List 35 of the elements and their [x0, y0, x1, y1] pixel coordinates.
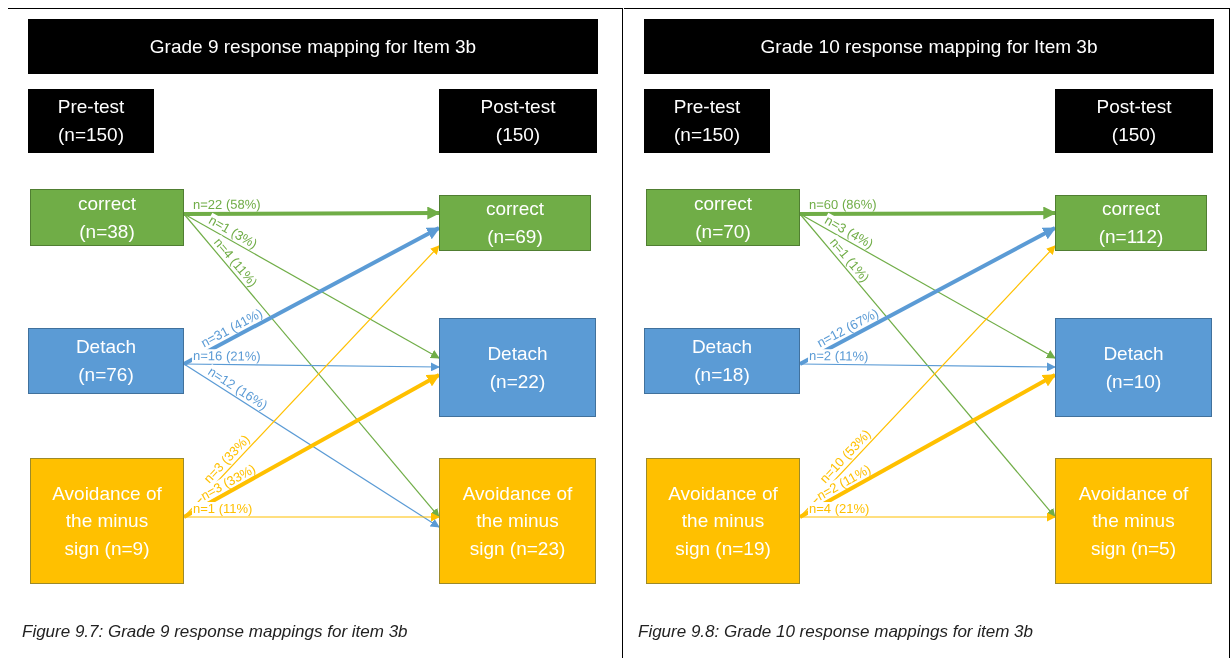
- response-box: correct (n=69): [439, 195, 591, 251]
- heading-box: Pre-test (n=150): [28, 89, 154, 153]
- response-box: Avoidance of the minus sign (n=19): [646, 458, 800, 584]
- response-box: Avoidance of the minus sign (n=5): [1055, 458, 1212, 584]
- response-box: Detach (n=22): [439, 318, 596, 417]
- response-box: correct (n=38): [30, 189, 184, 246]
- edge-label: n=60 (86%): [807, 197, 878, 211]
- arrow: [183, 362, 440, 372]
- response-box: Avoidance of the minus sign (n=9): [30, 458, 184, 584]
- figure-panel: [624, 8, 1230, 658]
- response-box: correct (n=112): [1055, 195, 1207, 251]
- heading-box: Grade 10 response mapping for Item 3b: [644, 19, 1214, 74]
- edge-label: n=2 (11%): [808, 349, 870, 363]
- arrow: [800, 206, 1057, 220]
- response-box: Detach (n=18): [644, 328, 800, 394]
- edge-label: n=16 (21%): [192, 349, 262, 363]
- edge-label: n=1 (11%): [192, 502, 254, 515]
- heading-box: Grade 9 response mapping for Item 3b: [28, 19, 598, 74]
- heading-box: Post-test (150): [1055, 89, 1213, 153]
- arrow: [184, 206, 441, 220]
- arrow: [799, 512, 1056, 522]
- response-box: Detach (n=10): [1055, 318, 1212, 417]
- arrow: [799, 362, 1056, 372]
- response-box: correct (n=70): [646, 189, 800, 246]
- figure-panel: [8, 8, 623, 658]
- edge-label: n=4 (21%): [808, 502, 871, 515]
- response-box: Avoidance of the minus sign (n=23): [439, 458, 596, 584]
- edge-label: n=22 (58%): [191, 197, 262, 211]
- arrow: [183, 512, 440, 522]
- figure-caption: Figure 9.8: Grade 10 response mappings for item 3b: [638, 622, 1033, 642]
- response-box: Detach (n=76): [28, 328, 184, 394]
- heading-box: Post-test (150): [439, 89, 597, 153]
- figure-caption: Figure 9.7: Grade 9 response mappings for item 3b: [22, 622, 408, 642]
- arrow: [799, 373, 1057, 519]
- heading-box: Pre-test (n=150): [644, 89, 770, 153]
